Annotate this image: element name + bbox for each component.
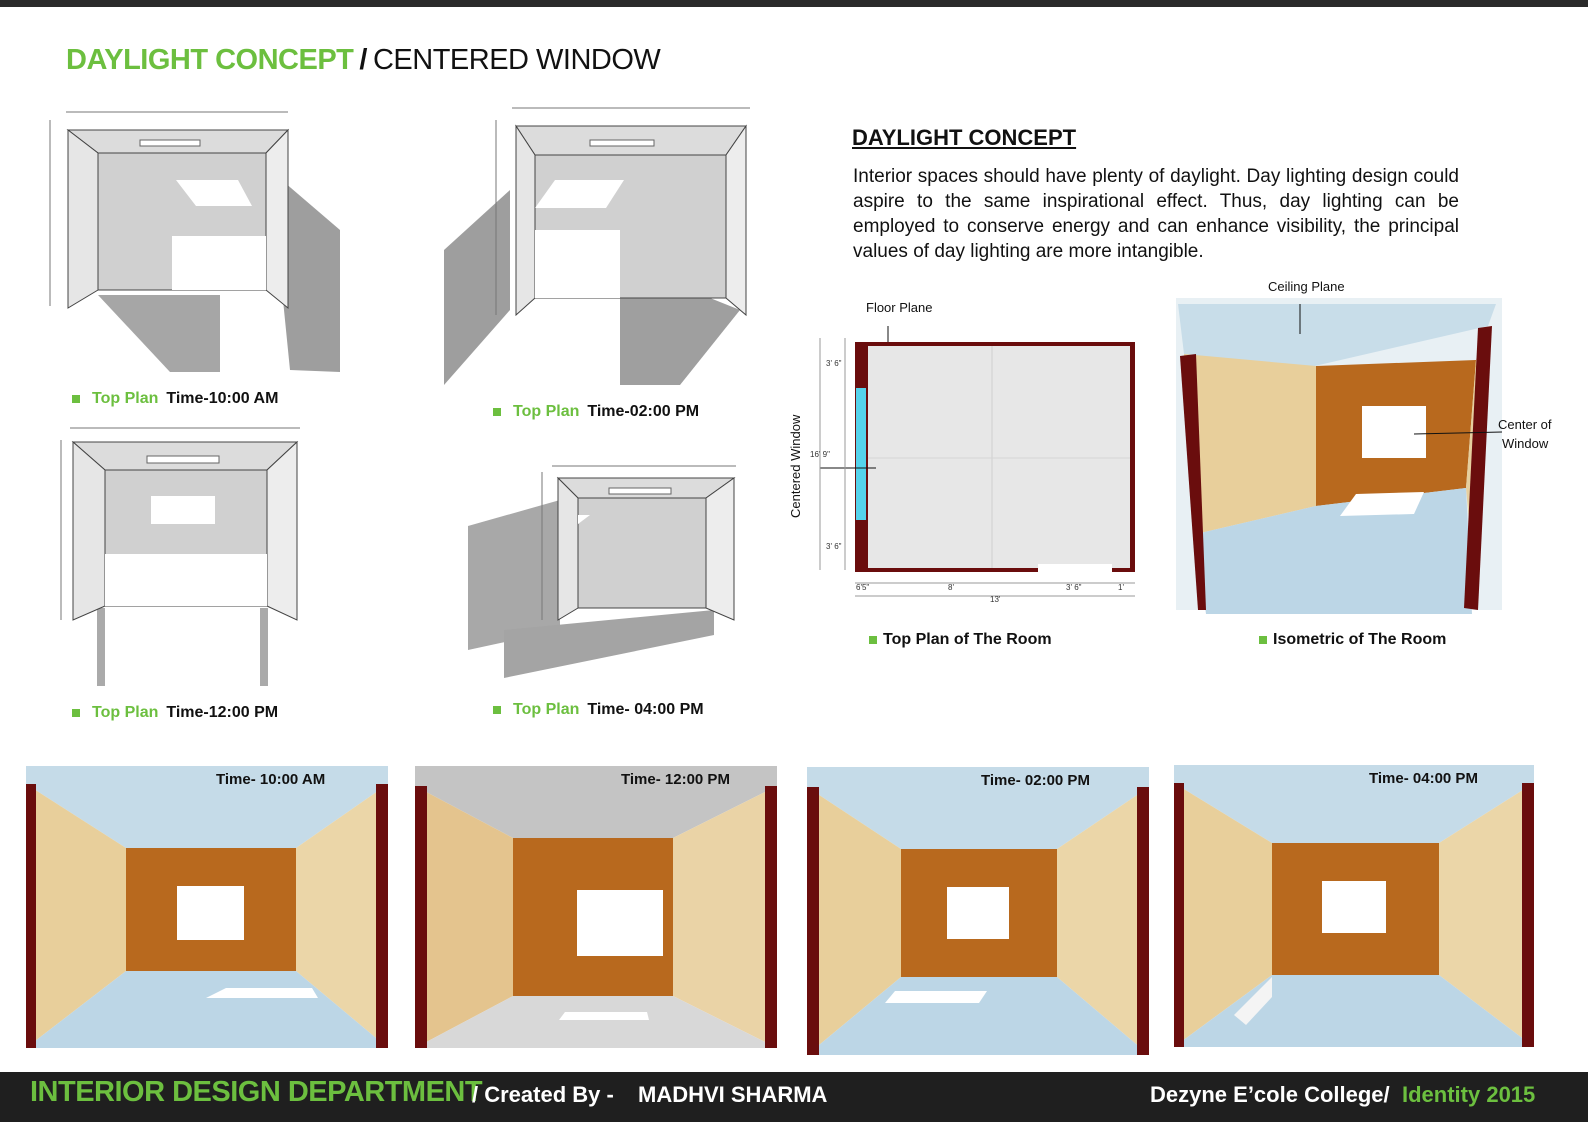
room-floor-plan: 3' 6" 16' 9" 3' 6" 6'5" 8' 3' 6" 1' 13' … (788, 326, 1135, 604)
footer-department: INTERIOR DESIGN DEPARTMENT (30, 1076, 483, 1108)
render-time-2: Time- 12:00 PM (621, 771, 730, 788)
footer-identity: Identity 2015 (1402, 1082, 1536, 1107)
dim-bottom: 3' 6" (826, 542, 842, 551)
dim-b4: 1' (1118, 583, 1124, 592)
title-separator: / (359, 44, 367, 76)
dim-b1: 6'5" (856, 583, 869, 592)
concept-text: Interior spaces should have plenty of da… (853, 166, 1459, 262)
render-time-1: Time- 10:00 AM (216, 771, 325, 788)
bullet-square-icon (493, 407, 501, 416)
title-green: DAYLIGHT CONCEPT (66, 44, 354, 76)
title-black: CENTERED WINDOW (372, 44, 661, 76)
floor-plane-label: Floor Plane (866, 300, 933, 315)
footer-bar: INTERIOR DESIGN DEPARTMENT / Created By … (0, 1072, 1588, 1122)
sketch-plan-04pm (468, 465, 736, 678)
page-title: DAYLIGHT CONCEPT/CENTERED WINDOW (66, 44, 661, 77)
centered-window-label: Centered Window (788, 414, 803, 518)
room-isometric: Center of Window (1176, 298, 1552, 614)
sketch-plan-12pm (60, 427, 300, 686)
footer-created-by: / Created By - (472, 1082, 614, 1107)
render-04pm: Time- 04:00 PM (1174, 765, 1534, 1047)
bullet-square-icon (493, 705, 501, 714)
footer-college: Dezyne E’cole College/ (1150, 1082, 1390, 1107)
footer-author: MADHVI SHARMA (638, 1082, 828, 1107)
bullet-square-icon (869, 635, 877, 644)
sketch-plan-10am (49, 111, 340, 372)
render-time-4: Time- 04:00 PM (1369, 770, 1478, 787)
room-plan-caption: Top Plan of The Room (869, 631, 1052, 649)
bullet-square-icon (72, 394, 80, 403)
concept-heading: DAYLIGHT CONCEPT (852, 125, 1077, 150)
dim-b2: 8' (948, 583, 954, 592)
bullet-square-icon (1259, 635, 1267, 644)
center-of-window-label-2: Window (1502, 436, 1549, 451)
sketch-plan-02pm (444, 107, 750, 385)
isometric-caption: Isometric of The Room (1259, 631, 1446, 649)
dim-mid: 16' 9" (810, 450, 830, 459)
bullet-square-icon (72, 708, 80, 717)
center-of-window-label-1: Center of (1498, 417, 1552, 432)
render-12pm: Time- 12:00 PM (415, 766, 777, 1048)
dim-top: 3' 6" (826, 359, 842, 368)
dim-total: 13' (990, 595, 1001, 604)
render-10am: Time- 10:00 AM (26, 766, 388, 1048)
render-time-3: Time- 02:00 PM (981, 772, 1090, 789)
dim-b3: 3' 6" (1066, 583, 1082, 592)
ceiling-plane-label: Ceiling Plane (1268, 279, 1345, 294)
render-02pm: Time- 02:00 PM (807, 767, 1149, 1055)
top-bar (0, 0, 1588, 7)
